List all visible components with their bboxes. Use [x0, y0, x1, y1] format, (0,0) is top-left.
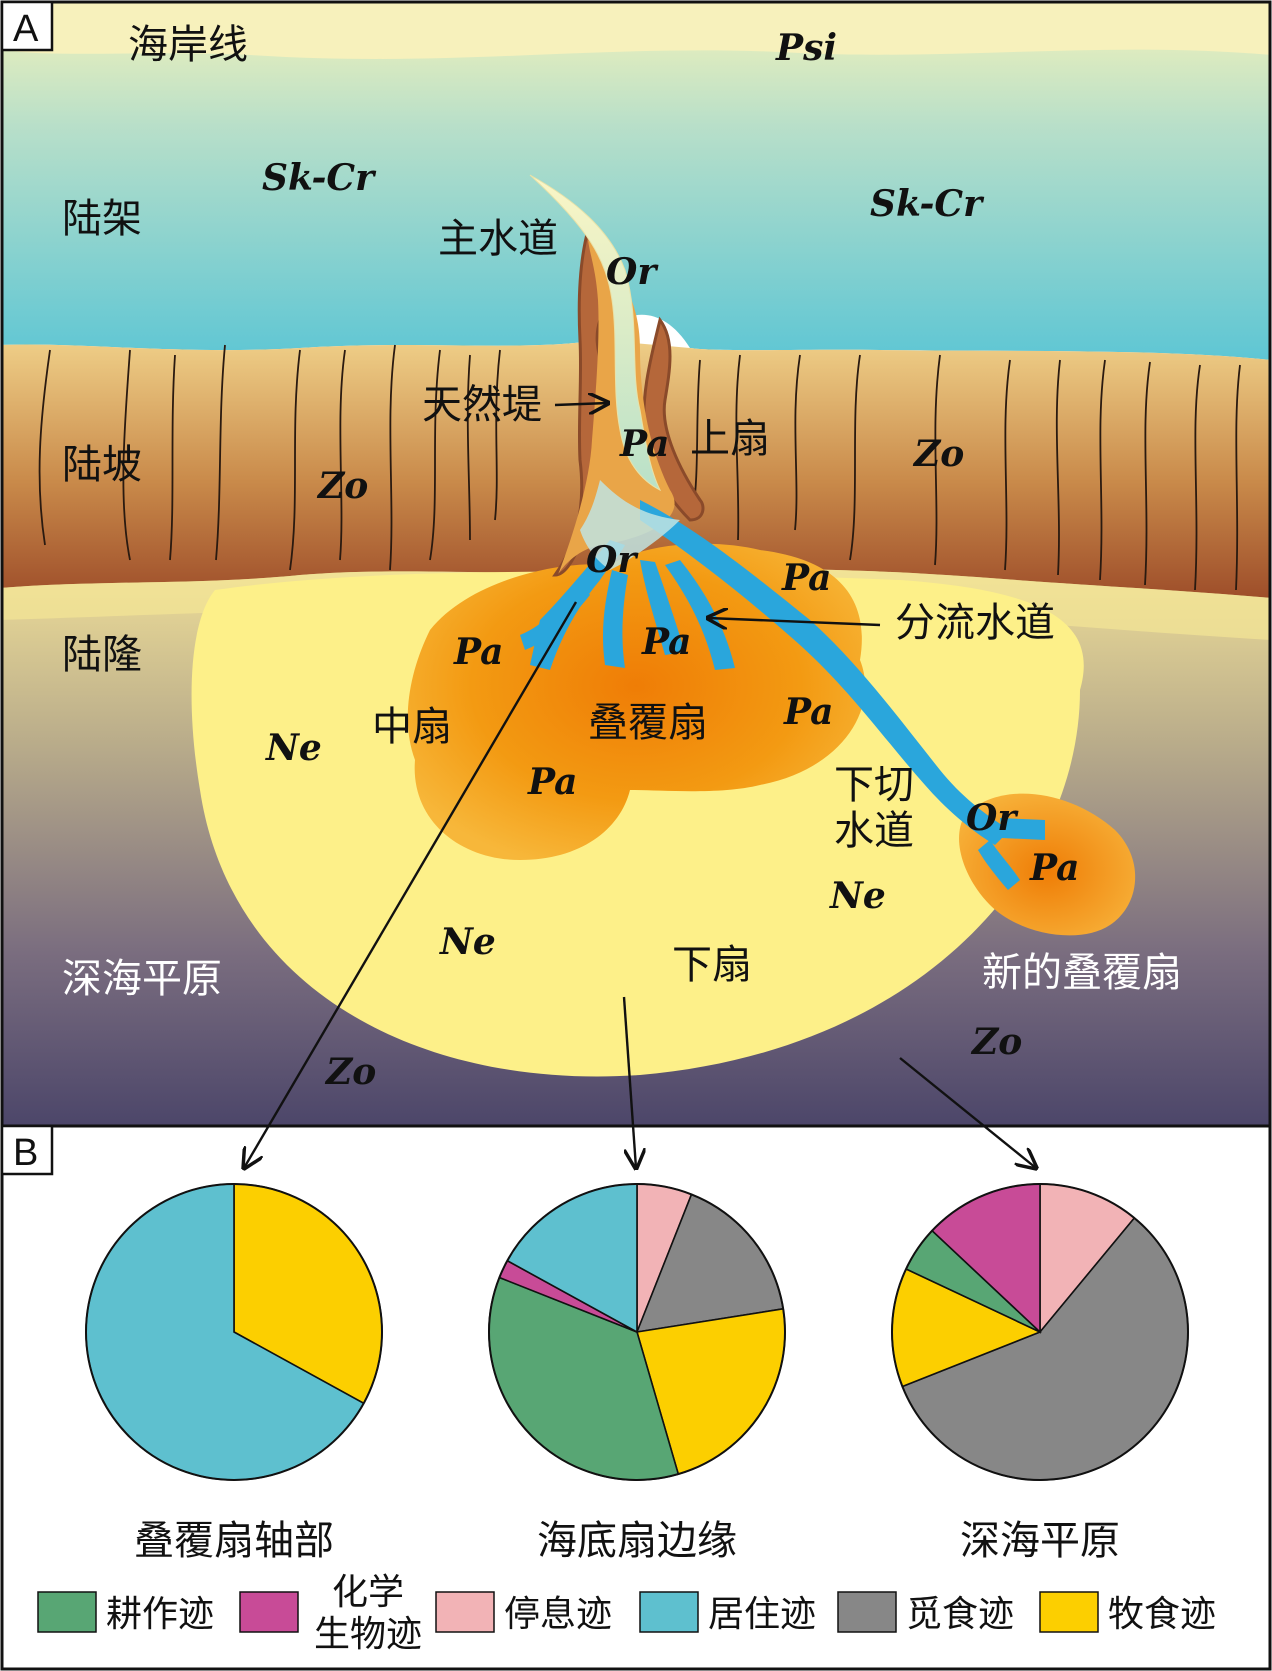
middle-fan-lobes: [407, 543, 866, 860]
ichnofacies-zo-plain-left: Zo: [324, 1051, 376, 1093]
pie-2-outline: [488, 1183, 786, 1481]
pie-1-outline: [85, 1183, 383, 1481]
ichnofacies-pa-right: Pa: [781, 557, 831, 599]
ichnofacies-skcr-left: Sk-Cr: [262, 157, 377, 199]
legend-label-dwelling: 居住迹: [708, 1594, 816, 1635]
incised-channel-label-line2: 水道: [834, 808, 914, 854]
legend-swatch-grazing: [1039, 1591, 1099, 1633]
legend: 耕作迹 化学 生物迹 停息迹 居住迹 觅食迹 牧食迹: [37, 1572, 1216, 1655]
pie-pointer-arrows: [244, 601, 1036, 1168]
legend-label-feeding: 觅食迹: [906, 1594, 1014, 1635]
pie-charts: [85, 1183, 1189, 1481]
legend-label-chemo-line2: 生物迹: [314, 1614, 422, 1655]
ichnofacies-pa-rightlobe: Pa: [783, 691, 833, 733]
distributary-pointer-arrow: [708, 618, 881, 625]
pie-title-abyssal-plain: 深海平原: [960, 1518, 1120, 1564]
panel-a-letter: A: [13, 8, 39, 50]
legend-label-resting: 停息迹: [504, 1594, 612, 1635]
main-channel-label: 主水道: [438, 216, 558, 262]
abyssal-plain-label: 深海平原: [62, 956, 222, 1002]
ichnofacies-zo-plain-right: Zo: [970, 1021, 1022, 1063]
lobe-label: 叠覆扇: [588, 700, 708, 746]
new-lobe-label: 新的叠覆扇: [982, 950, 1182, 996]
main-channel-stream: [529, 174, 662, 492]
legend-swatch-resting: [435, 1591, 495, 1633]
shelf-label: 陆架: [62, 196, 142, 242]
ichnofacies-pa-newlobe: Pa: [1029, 847, 1079, 889]
ichnofacies-zo-slope-right: Zo: [912, 433, 964, 475]
ichnofacies-or-newlobe: Or: [966, 797, 1019, 839]
ichnofacies-pa-center: Pa: [641, 621, 691, 663]
ichnofacies-ne-left: Ne: [265, 727, 322, 769]
panel-b-frame: [0, 1124, 1272, 1671]
ichnofacies-pa-channel: Pa: [619, 423, 669, 465]
panel-b-letter-box: [0, 1124, 54, 1176]
pie-title-lobe-axis: 叠覆扇轴部: [134, 1518, 334, 1564]
lower-fan-label: 下扇: [672, 942, 752, 988]
ichnofacies-pa-left: Pa: [453, 631, 503, 673]
slope-hatching: [38, 344, 1241, 591]
ichnofacies-zo-slope-left: Zo: [316, 465, 368, 507]
middle-fan-label: 中扇: [372, 704, 452, 750]
distributary-channels: [520, 500, 1045, 890]
legend-swatch-chemo: [239, 1591, 299, 1633]
incised-channel-label-line1: 下切: [834, 762, 914, 808]
ichnofacies-or-top: Or: [606, 251, 659, 293]
distributary-channel-label: 分流水道: [895, 600, 1055, 646]
panel-b-letter: B: [13, 1132, 38, 1174]
shelf-zone: [3, 3, 1269, 360]
legend-label-chemo-line1: 化学: [332, 1572, 404, 1613]
legend-swatch-dwelling: [639, 1591, 699, 1633]
pie-title-fan-fringe: 海底扇边缘: [537, 1518, 737, 1564]
coastline-label: 海岸线: [128, 22, 248, 68]
arrow-to-pie-abyssal-plain: [899, 1057, 1036, 1168]
levee-pointer-arrow: [554, 403, 608, 405]
coastline-zone: [3, 3, 1269, 59]
arrow-to-pie-lobe-axis: [244, 601, 578, 1168]
legend-swatch-feeding: [837, 1591, 897, 1633]
ichnofacies-pa-bottom: Pa: [527, 761, 577, 803]
legend-swatch-plowing: [37, 1591, 97, 1633]
pie-3-outline: [891, 1183, 1189, 1481]
panel-a-letter-box: [0, 0, 54, 52]
panel-a: 海岸线 陆架 陆坡 陆隆 深海平原 主水道 天然堤 上扇 分流水道 中扇 叠覆扇…: [3, 3, 1269, 1125]
upper-fan-label: 上扇: [690, 416, 770, 462]
slope-label: 陆坡: [62, 442, 142, 488]
ichnofacies-or-mid: Or: [586, 539, 639, 581]
legend-label-plowing: 耕作迹: [106, 1594, 214, 1635]
channel-mouth: [580, 480, 680, 570]
ichnofacies-ne-right: Ne: [829, 875, 886, 917]
ichnofacies-skcr-right: Sk-Cr: [870, 183, 985, 225]
arrow-to-pie-fan-fringe: [622, 996, 636, 1168]
legend-label-grazing: 牧食迹: [1108, 1594, 1216, 1635]
levee-label: 天然堤: [422, 382, 542, 428]
ichnofacies-psi: Psi: [775, 27, 837, 69]
levee-left: [552, 227, 609, 577]
channel-fill: [558, 240, 675, 575]
ichnofacies-ne-bottom: Ne: [439, 921, 496, 963]
rise-label: 陆隆: [62, 632, 142, 678]
